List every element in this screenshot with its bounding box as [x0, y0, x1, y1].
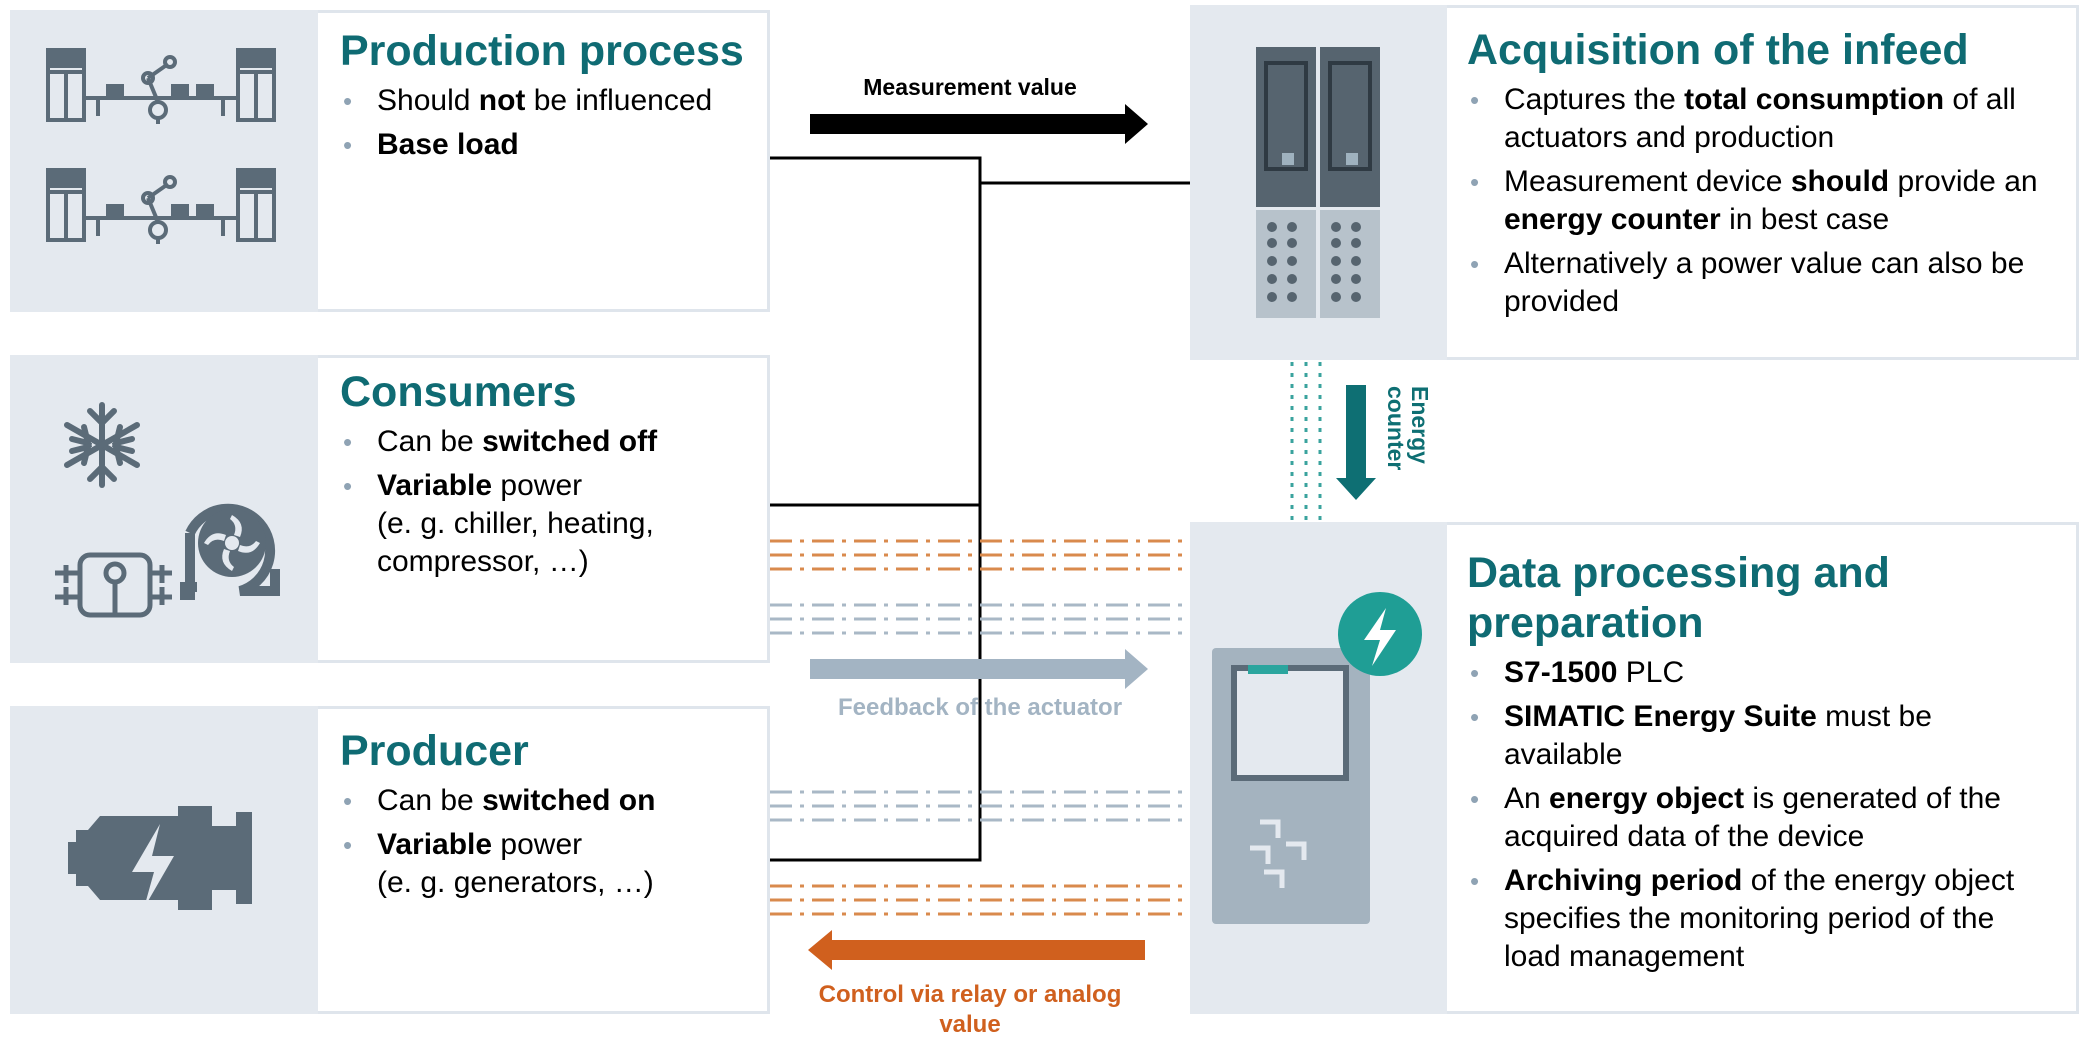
production-icon-area [10, 10, 318, 312]
acquisition-bullets: Captures the total consumption of all ac… [1467, 81, 2067, 321]
bullet-item: Captures the total consumption of all ac… [1467, 81, 2067, 157]
production-process-title: Production process [340, 27, 744, 75]
production-line-icon [46, 48, 276, 244]
feedback-arrow [810, 649, 1148, 689]
bullet-item: Can be switched off [340, 423, 770, 461]
energy-counter-label: Energy counter [1383, 386, 1433, 471]
acquisition-panel: Acquisition of the infeed Captures the t… [1190, 5, 2079, 360]
processing-panel: Data processing and preparation S7-1500 … [1190, 522, 2079, 1014]
consumers-title: Consumers [340, 368, 577, 416]
bullet-item: Archiving period of the energy object sp… [1467, 862, 2047, 976]
consumers-panel: Consumers Can be switched offVariable po… [10, 355, 770, 663]
bullet-item: Can be switched on [340, 782, 770, 820]
bullet-item: Variable power(e. g. chiller, heating,co… [340, 467, 770, 581]
processing-icon-area [1190, 522, 1447, 1014]
fan-icon [180, 503, 280, 600]
bullet-item: Base load [340, 126, 770, 164]
bullet-item: Measurement device should provide an ene… [1467, 163, 2067, 239]
producer-icon-area [10, 706, 318, 1014]
consumers-bullets: Can be switched offVariable power(e. g. … [340, 423, 770, 581]
snowflake-icon [64, 402, 140, 488]
energy-counter-arrow [1336, 385, 1376, 500]
producer-title: Producer [340, 727, 529, 775]
control-label: Control via relay or analog value [818, 981, 1122, 1038]
processing-bullets: S7-1500 PLC SIMATIC Energy Suite must be … [1467, 654, 2047, 976]
bullet-item: Alternatively a power value can also be … [1467, 245, 2067, 321]
production-bullets: Should not be influencedBase load [340, 82, 770, 164]
bullet-item: S7-1500 PLC [1467, 654, 2047, 692]
measurement-value-label: Measurement value [863, 74, 1077, 100]
generator-icon [68, 806, 252, 910]
plc-icon [1212, 648, 1370, 924]
producer-panel: Producer Can be switched on Variable powe… [10, 706, 770, 1014]
measurement-arrow [810, 104, 1148, 144]
acquisition-title: Acquisition of the infeed [1467, 26, 1969, 74]
energy-badge-icon [1338, 592, 1422, 676]
feedback-label: Feedback of the actuator [837, 694, 1123, 721]
bullet-item: SIMATIC Energy Suite must be available [1467, 698, 2047, 774]
compressor-icon [55, 552, 172, 618]
processing-title: Data processing and preparation [1467, 549, 1890, 647]
bullet-item: Should not be influenced [340, 82, 770, 120]
consumers-icon-area [10, 355, 318, 663]
bullet-item: Variable power(e. g. generators, …) [340, 826, 770, 902]
power-meter-icon [1256, 47, 1380, 318]
bullet-item: An energy object is generated of the acq… [1467, 780, 2047, 856]
control-arrow [808, 930, 1145, 970]
producer-bullets: Can be switched on Variable power(e. g. g… [340, 782, 770, 902]
acquisition-icon-area [1190, 5, 1447, 360]
production-process-panel: Production process Should not be influen… [10, 10, 770, 312]
